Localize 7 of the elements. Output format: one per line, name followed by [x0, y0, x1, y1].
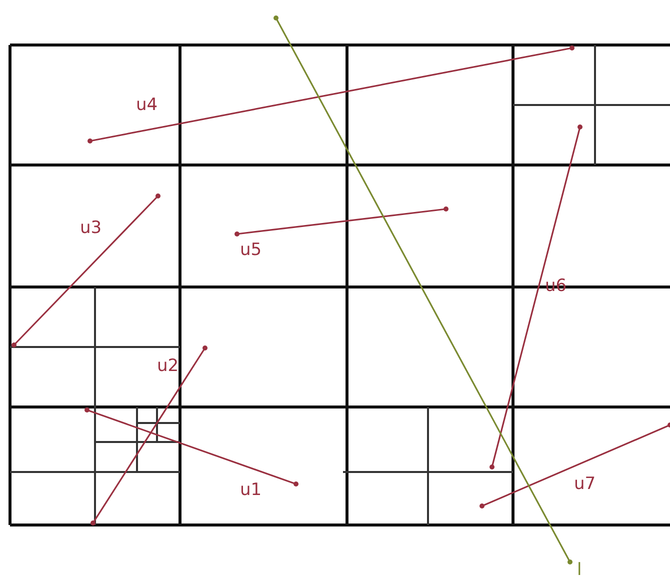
segment-label: u5 — [240, 240, 262, 260]
segment-label: u7 — [574, 474, 596, 494]
segment-label: u2 — [157, 356, 179, 376]
segment-label: u3 — [80, 218, 102, 238]
segment-label: l — [577, 560, 582, 580]
segment-label: u1 — [240, 480, 262, 500]
segment-label: u4 — [136, 95, 158, 115]
